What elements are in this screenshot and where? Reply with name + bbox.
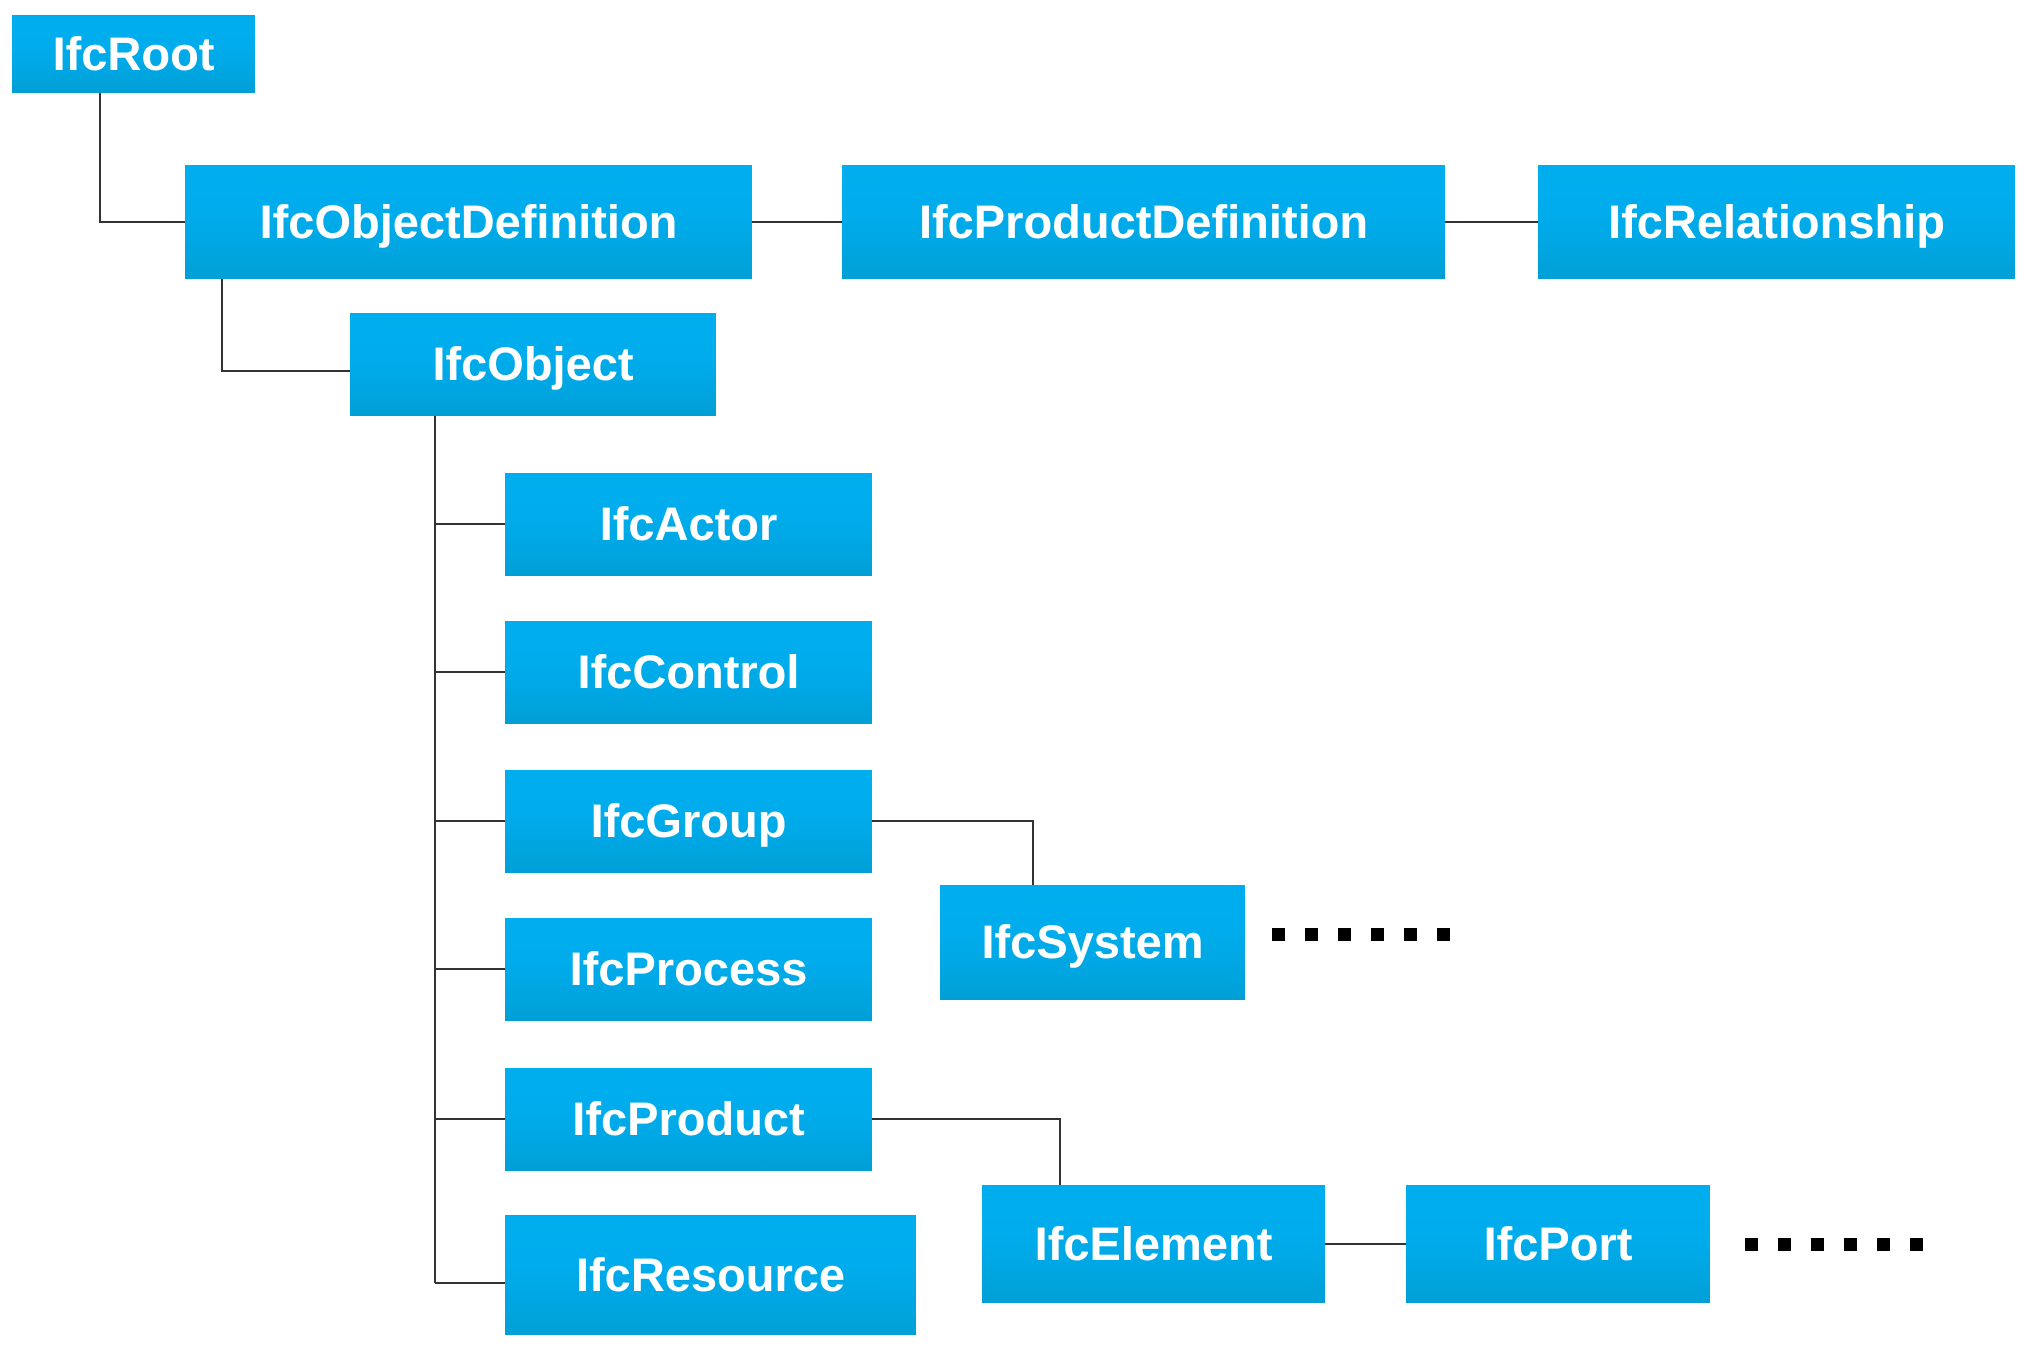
- ellipsis-dot: [1745, 1238, 1758, 1251]
- node-ifcobjectdefinition-label: IfcObjectDefinition: [259, 194, 678, 248]
- node-ifcobject[interactable]: IfcObject: [350, 313, 716, 416]
- ellipsis-dot: [1811, 1238, 1824, 1251]
- connector-product-to-element: [872, 1117, 1062, 1185]
- ellipsis-after-port: [1745, 1238, 1923, 1251]
- node-ifccontrol[interactable]: IfcControl: [505, 621, 872, 724]
- node-ifcproduct-label: IfcProduct: [572, 1092, 805, 1145]
- ellipsis-dot: [1778, 1238, 1791, 1251]
- node-ifcactor[interactable]: IfcActor: [505, 473, 872, 576]
- node-ifcroot[interactable]: IfcRoot: [12, 15, 255, 93]
- node-ifccontrol-label: IfcControl: [577, 645, 800, 698]
- node-ifcport[interactable]: IfcPort: [1406, 1185, 1710, 1303]
- node-ifcproduct[interactable]: IfcProduct: [505, 1068, 872, 1171]
- ellipsis-dot: [1272, 928, 1285, 941]
- node-ifcproductdefinition[interactable]: IfcProductDefinition: [842, 165, 1445, 279]
- ellipsis-after-system: [1272, 928, 1450, 941]
- ellipsis-dot: [1305, 928, 1318, 941]
- node-ifcroot-label: IfcRoot: [52, 26, 215, 80]
- connector-group-to-system: [872, 819, 1035, 885]
- ellipsis-dot: [1437, 928, 1450, 941]
- connector-root-to-objectdefinition: [98, 92, 185, 224]
- ellipsis-dot: [1338, 928, 1351, 941]
- node-ifcgroup-label: IfcGroup: [590, 794, 787, 847]
- node-ifcactor-label: IfcActor: [599, 497, 778, 550]
- node-ifcsystem[interactable]: IfcSystem: [940, 885, 1245, 1000]
- node-ifcport-label: IfcPort: [1483, 1216, 1633, 1270]
- node-ifcelement-label: IfcElement: [1034, 1216, 1273, 1270]
- ellipsis-dot: [1910, 1238, 1923, 1251]
- node-ifcsystem-label: IfcSystem: [981, 915, 1204, 968]
- ellipsis-dot: [1404, 928, 1417, 941]
- node-ifcprocess[interactable]: IfcProcess: [505, 918, 872, 1021]
- node-ifcproductdefinition-label: IfcProductDefinition: [918, 194, 1369, 248]
- ellipsis-dot: [1844, 1238, 1857, 1251]
- node-ifcprocess-label: IfcProcess: [569, 942, 808, 995]
- node-ifcrelationship[interactable]: IfcRelationship: [1538, 165, 2015, 279]
- ellipsis-dot: [1371, 928, 1384, 941]
- node-ifcelement[interactable]: IfcElement: [982, 1185, 1325, 1303]
- node-ifcresource[interactable]: IfcResource: [505, 1215, 916, 1335]
- node-ifcobjectdefinition[interactable]: IfcObjectDefinition: [185, 165, 752, 279]
- ellipsis-dot: [1877, 1238, 1890, 1251]
- connector-objectdefinition-to-object: [220, 279, 350, 373]
- node-ifcobject-label: IfcObject: [432, 337, 634, 390]
- node-ifcgroup[interactable]: IfcGroup: [505, 770, 872, 873]
- node-ifcrelationship-label: IfcRelationship: [1608, 194, 1945, 248]
- node-ifcresource-label: IfcResource: [575, 1247, 846, 1301]
